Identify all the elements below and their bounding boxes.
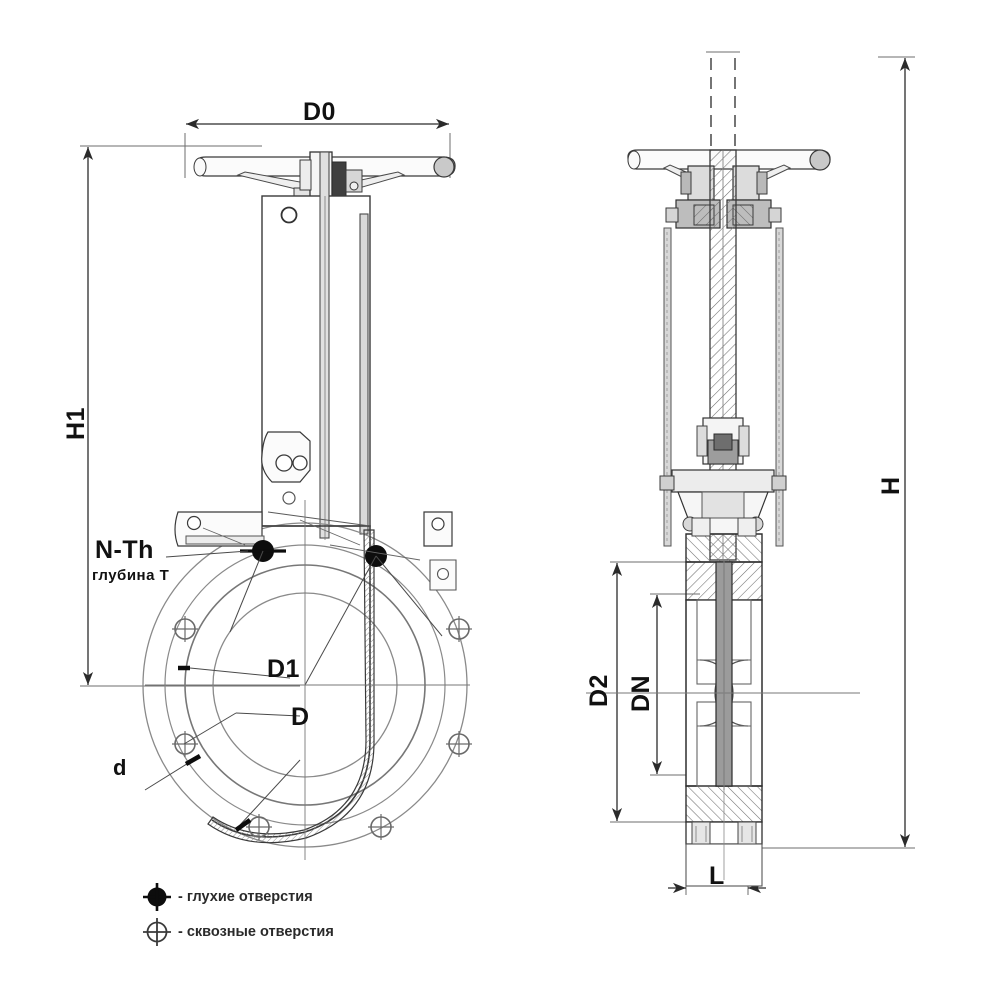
legend-item-through-holes: - сквозные отверстия [178,924,334,940]
valve-body-bracket [174,511,457,591]
dimension-label-d-small: d [113,755,127,780]
packing-gland-side [659,469,787,535]
legend-item-blind-holes: - глухие отверстия [178,889,313,905]
dimension-label-h1: H1 [62,407,90,440]
gate-plate [207,511,375,844]
dimension-label-h: H [877,476,905,495]
legend-symbols [143,883,171,946]
dimension-label-d0: D0 [303,98,336,126]
through-hole [172,731,198,757]
blind-hole-symbol [143,883,171,911]
dimension-label-d1: D1 [267,655,300,683]
dimension-label-d2: D2 [585,674,613,707]
top-flange-bolts-side [691,517,757,537]
dimension-label-l: L [709,862,725,890]
gate-clevis-side [696,417,750,465]
dimension-label-dn: DN [627,674,655,712]
through-hole-symbol [143,918,171,946]
dimension-h1 [80,145,300,687]
dimension-d2 [610,561,690,823]
dimension-label-n-th: N-Th [95,536,154,564]
yoke-columns-side [663,227,784,547]
leader-lines-front [144,519,443,832]
dimension-label-depth-t: глубина T [92,567,170,584]
side-view-group [586,51,915,895]
dimension-h [760,56,915,849]
through-hole [446,731,472,757]
through-hole [172,616,198,642]
stem-extension-dashed [706,51,740,148]
front-view-group [80,118,472,860]
through-hole [368,814,394,840]
through-hole [246,814,272,840]
through-hole [446,616,472,642]
through-holes-front [172,616,472,840]
gate-lug [261,431,311,483]
dimension-label-d: D [291,703,310,731]
